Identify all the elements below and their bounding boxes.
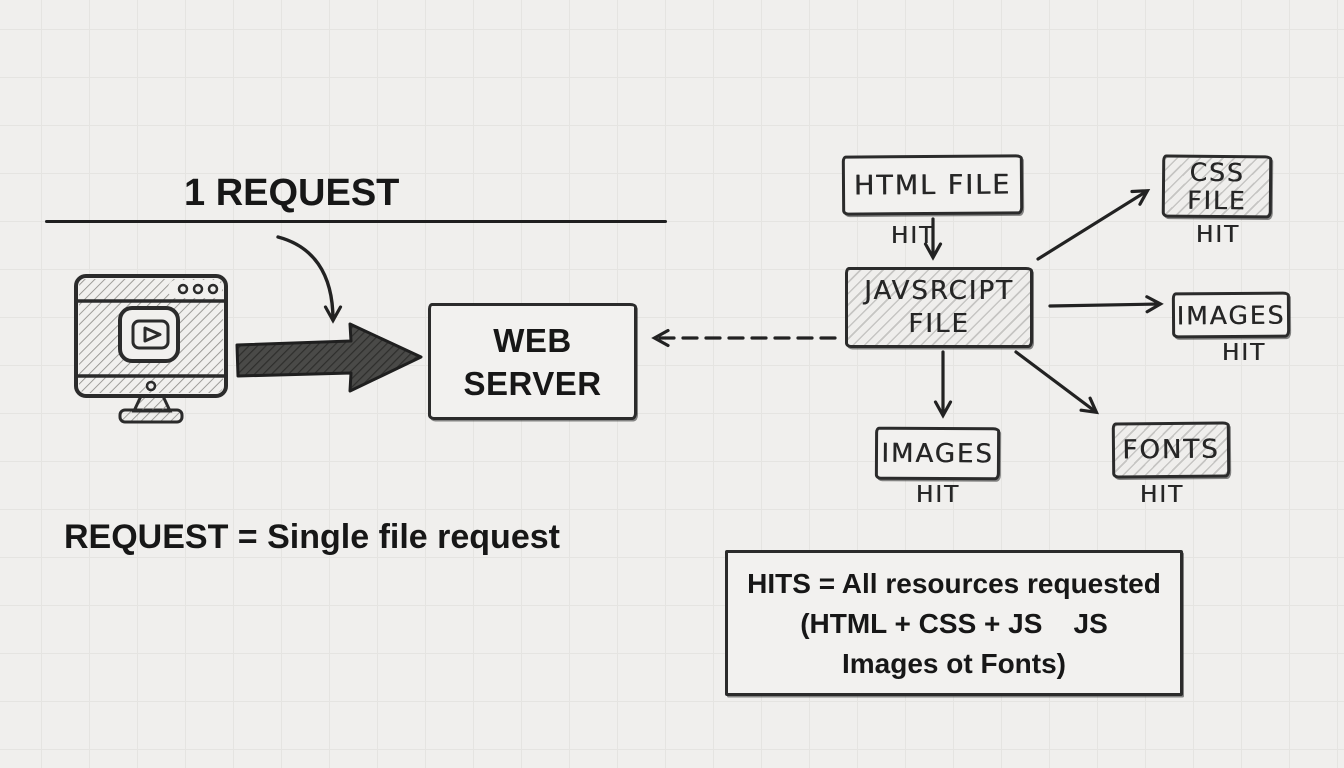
play-icon bbox=[143, 326, 162, 343]
css-file-box: CSS FILE bbox=[1161, 154, 1273, 219]
web-server-label-line1: WEB bbox=[493, 321, 572, 359]
hits-definition-line3: Images ot Fonts) bbox=[841, 648, 1066, 679]
request-definition-caption: REQUEST = Single file request bbox=[64, 518, 560, 556]
requests-section-title: 1 REQUEST bbox=[184, 172, 400, 214]
browser-dot-icon bbox=[177, 283, 189, 295]
thick-right-arrow bbox=[235, 322, 423, 393]
images-bottom-box: IMAGES bbox=[874, 426, 1001, 481]
javascript-file-box: JAVSRCIPT FILE bbox=[845, 267, 1033, 348]
arrow-js-to-images-right bbox=[1048, 295, 1164, 314]
html-file-label: HTML FILE bbox=[853, 168, 1012, 202]
images-right-label: IMAGES bbox=[1176, 300, 1286, 330]
title-underline bbox=[45, 220, 667, 223]
images-bottom-label: IMAGES bbox=[881, 438, 994, 469]
browser-dot-icon bbox=[192, 283, 204, 295]
html-file-box: HTML FILE bbox=[841, 154, 1024, 216]
browser-video-icon bbox=[74, 274, 228, 424]
web-server-box: WEB SERVER bbox=[428, 303, 637, 420]
hit-label-images-bottom: HIT bbox=[915, 482, 961, 508]
arrow-js-to-fonts bbox=[1014, 350, 1100, 415]
css-file-label-line2: FILE bbox=[1187, 185, 1247, 215]
css-file-label-line1: CSS bbox=[1189, 157, 1245, 187]
javascript-file-label-line2: FILE bbox=[908, 308, 970, 339]
hit-label-html: HIT bbox=[890, 223, 936, 249]
web-server-label-line2: SERVER bbox=[463, 364, 602, 402]
images-right-box: IMAGES bbox=[1171, 291, 1291, 339]
arrow-js-to-css bbox=[1036, 188, 1151, 261]
javascript-file-label-line1: JAVSRCIPT bbox=[864, 275, 1014, 306]
hit-label-fonts: HIT bbox=[1139, 482, 1185, 508]
hits-definition-line1: HITS = All resources requested bbox=[747, 568, 1161, 599]
curved-down-arrow bbox=[276, 235, 343, 324]
hits-definition-line2: (HTML + CSS + JS JS bbox=[800, 608, 1108, 639]
hits-definition-box: HITS = All resources requested (HTML + C… bbox=[725, 550, 1183, 696]
fonts-label: FONTS bbox=[1122, 434, 1220, 466]
hit-label-images-right: HIT bbox=[1221, 340, 1267, 366]
browser-dot-icon bbox=[207, 283, 219, 295]
fonts-box: FONTS bbox=[1111, 421, 1231, 479]
hit-label-css: HIT bbox=[1195, 222, 1241, 248]
